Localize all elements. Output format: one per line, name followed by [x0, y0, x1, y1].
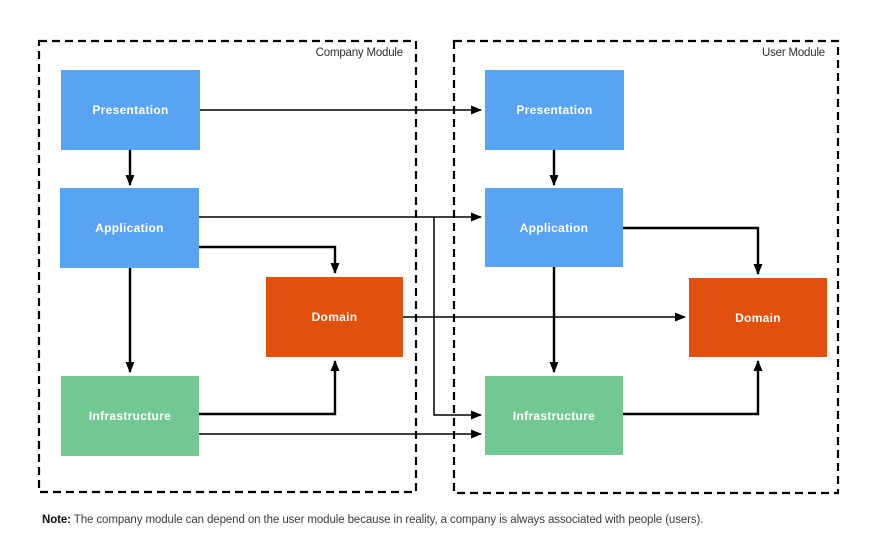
- node-company-domain: Domain: [266, 277, 403, 357]
- node-user-infrastructure-label: Infrastructure: [512, 408, 596, 423]
- node-user-presentation-label: Presentation: [516, 103, 593, 117]
- node-company-presentation: Presentation: [61, 70, 200, 150]
- edge-company-application-to-user-infrastructure: [433, 217, 482, 420]
- edge-company-infrastructure-to-company-domain: [199, 360, 340, 416]
- node-user-domain-label: Domain: [735, 310, 781, 325]
- edge-company-application-to-company-domain: [199, 245, 340, 274]
- node-user-application-label: Application: [519, 220, 589, 235]
- node-company-domain-label: Domain: [311, 310, 358, 324]
- node-company-presentation-label: Presentation: [92, 103, 169, 117]
- edge-user-application-to-user-domain: [623, 226, 763, 275]
- company-module-title: Company Module: [315, 47, 404, 59]
- edge-user-infrastructure-to-user-domain: [623, 360, 763, 416]
- note-text: The company module can depend on the use…: [73, 514, 704, 526]
- user-module-border: [452, 39, 840, 495]
- note: Note: The company module can depend on t…: [42, 514, 703, 526]
- node-user-presentation: Presentation: [485, 70, 624, 150]
- node-company-application: Application: [60, 188, 199, 268]
- user-module-title: User Module: [762, 47, 825, 59]
- node-user-domain: Domain: [689, 278, 827, 357]
- note-label: Note:: [42, 514, 71, 526]
- node-company-infrastructure: Infrastructure: [61, 376, 199, 456]
- node-user-infrastructure: Infrastructure: [485, 376, 623, 455]
- company-module-border: [37, 39, 418, 494]
- node-company-application-label: Application: [95, 221, 164, 235]
- node-company-infrastructure-label: Infrastructure: [88, 409, 172, 423]
- node-user-application: Application: [485, 188, 623, 267]
